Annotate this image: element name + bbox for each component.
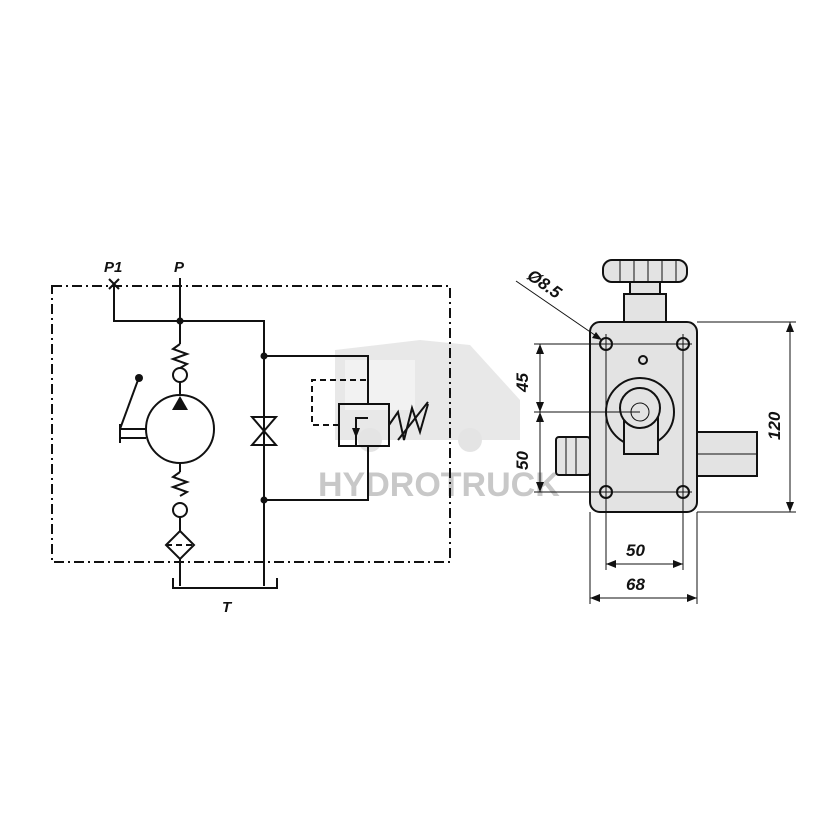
dim-68-label: 68 (626, 575, 645, 594)
hole-diameter-label: Ø8.5 (524, 266, 566, 303)
watermark-logo (335, 340, 520, 452)
dim-50-vertical-label: 50 (513, 451, 532, 470)
right-port-boss (696, 431, 758, 477)
valve-block-drawing (555, 259, 758, 513)
shutoff-valve-symbol (249, 416, 279, 446)
port-p-label: P (174, 259, 185, 276)
center-lines (598, 334, 692, 502)
left-fitting (555, 436, 591, 476)
port-t-label: T (222, 599, 233, 616)
lower-check-ball (172, 502, 188, 518)
dim-50-horizontal-label: 50 (626, 541, 645, 560)
relief-valve-symbol (311, 379, 429, 447)
watermark-text: HYDROTRUCK (318, 466, 560, 504)
port-p1-label: P1 (104, 259, 122, 276)
dim-45-label: 45 (513, 373, 532, 393)
hand-pump-symbol (119, 374, 215, 464)
filter-symbol (164, 529, 196, 561)
handwheel (602, 259, 688, 323)
dim-120-label: 120 (765, 411, 784, 440)
enclosure-outline (51, 285, 451, 563)
upper-check-ball (172, 367, 188, 383)
hydraulic-schematic: P1 P T (51, 259, 451, 616)
